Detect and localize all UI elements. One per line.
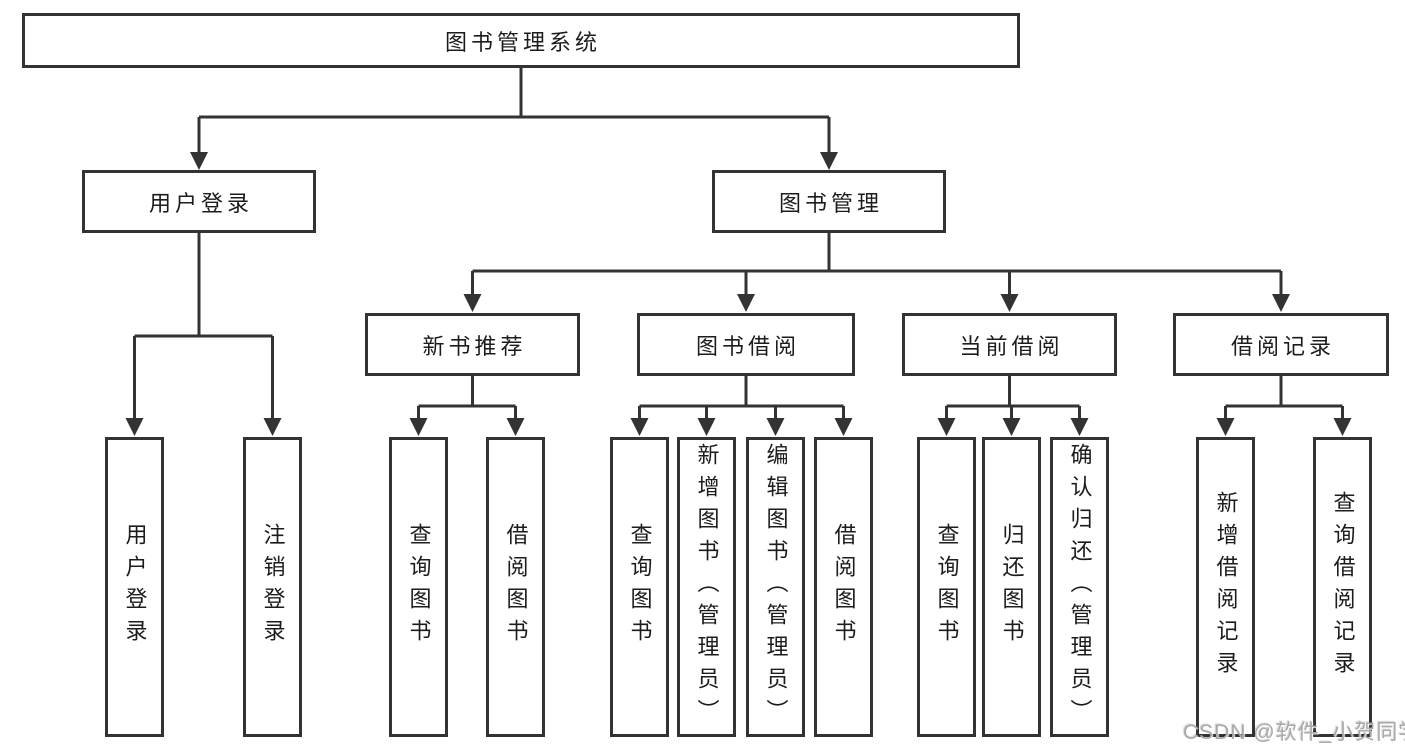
connector-userlogin-to-leaves bbox=[125, 233, 282, 436]
node-user-login: 用户登录 bbox=[82, 170, 316, 233]
node-borrow-records: 借阅记录 bbox=[1173, 313, 1389, 376]
node-root: 图书管理系统 bbox=[22, 13, 1020, 68]
leaf-records-query: 查询借阅记录 bbox=[1313, 437, 1372, 737]
connector-newbook-to-leaves bbox=[409, 376, 525, 436]
node-current-borrow: 当前借阅 bbox=[902, 313, 1117, 376]
node-new-book-recommend: 新书推荐 bbox=[365, 313, 580, 376]
leaf-borrow-add-admin: 新增图书（管理员） bbox=[677, 437, 736, 737]
leaf-newbook-borrow: 借阅图书 bbox=[486, 437, 545, 737]
leaf-borrow-edit-admin: 编辑图书（管理员） bbox=[746, 437, 805, 737]
connector-bookborrow-to-leaves bbox=[630, 376, 853, 436]
node-book-borrow: 图书借阅 bbox=[637, 313, 855, 376]
connector-currentborrow-to-leaves bbox=[937, 376, 1089, 436]
leaf-current-confirm-admin: 确认归还（管理员） bbox=[1050, 437, 1109, 737]
leaf-current-return: 归还图书 bbox=[982, 437, 1041, 737]
node-book-management: 图书管理 bbox=[712, 170, 946, 233]
watermark: CSDN @软件_小贺同学 bbox=[1183, 721, 1405, 744]
connector-root-to-level2 bbox=[190, 68, 838, 170]
connector-bookmgmt-to-level3 bbox=[463, 233, 1290, 312]
leaf-records-add: 新增借阅记录 bbox=[1196, 437, 1255, 737]
leaf-borrow-query: 查询图书 bbox=[610, 437, 669, 737]
leaf-newbook-query: 查询图书 bbox=[389, 437, 448, 737]
connector-records-to-leaves bbox=[1216, 376, 1352, 436]
leaf-borrow-borrow: 借阅图书 bbox=[814, 437, 873, 737]
leaf-logout: 注销登录 bbox=[243, 437, 302, 737]
leaf-user-login: 用户登录 bbox=[105, 437, 164, 737]
leaf-current-query: 查询图书 bbox=[917, 437, 976, 737]
